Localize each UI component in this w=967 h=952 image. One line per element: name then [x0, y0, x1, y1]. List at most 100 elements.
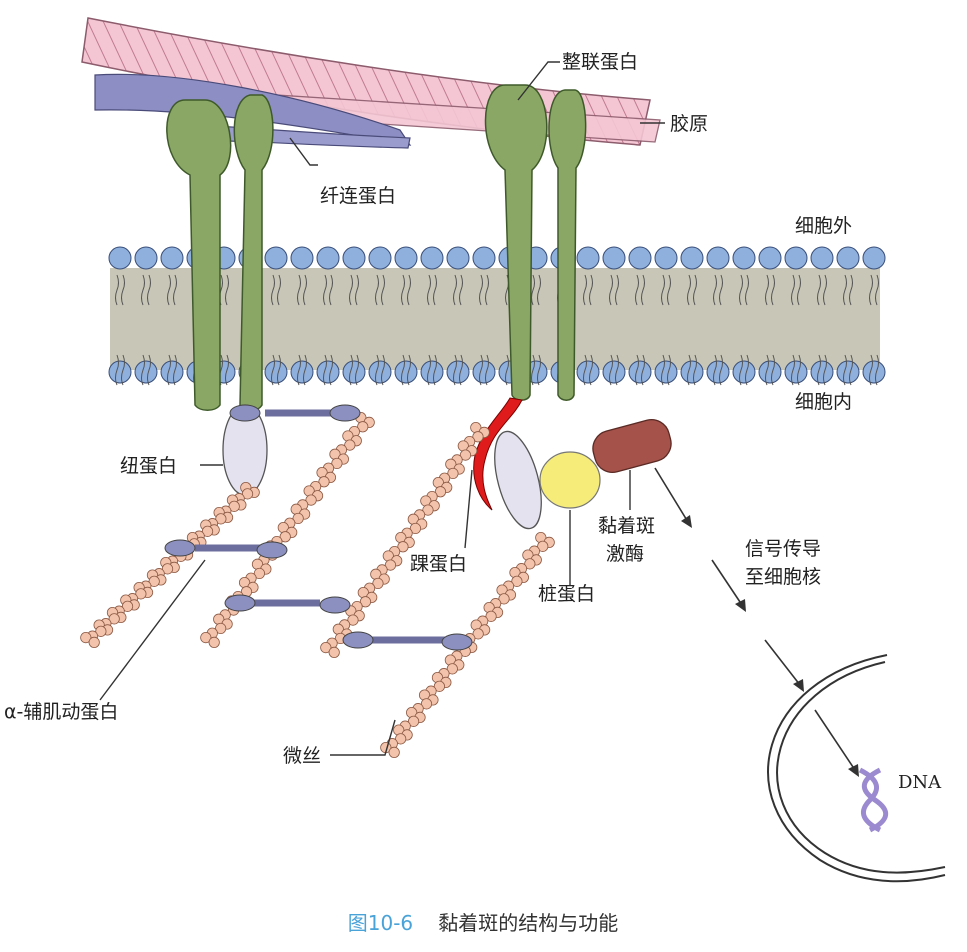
actin-bead — [318, 476, 330, 488]
lipid-tail — [583, 354, 587, 386]
caption: 图10-6 黏着斑的结构与功能 — [348, 911, 618, 935]
lipid-tail — [349, 274, 353, 306]
lipid-head — [264, 246, 288, 270]
label-integrin: 整联蛋白 — [562, 51, 638, 73]
actin-bead — [395, 733, 407, 745]
lipid-tail — [589, 274, 593, 306]
actin-bead — [347, 614, 359, 626]
actin-bead — [485, 610, 497, 622]
actin-bead — [80, 631, 92, 644]
lipid-tail — [349, 354, 353, 386]
lipid-tail — [817, 274, 821, 306]
lipid-tail — [739, 354, 743, 386]
lipid-tail — [167, 274, 171, 306]
lipid-tail — [661, 274, 665, 306]
actin-bead — [524, 558, 536, 570]
lipid-tail — [121, 354, 125, 386]
actin-bead — [121, 600, 134, 612]
lipid-head — [576, 360, 600, 384]
lipid-head — [420, 246, 444, 270]
lipid-head — [576, 246, 600, 270]
lipid-tail — [635, 354, 639, 386]
lipid-head — [628, 246, 652, 270]
actin-bead — [447, 467, 459, 480]
lipid-tail — [375, 274, 379, 306]
lipid-bilayer — [108, 246, 886, 386]
lipid-tail — [817, 354, 821, 386]
lipid-tail — [531, 274, 535, 306]
actin-bead — [108, 613, 120, 625]
actin-bead — [215, 622, 227, 635]
lipid-tail — [147, 274, 151, 306]
lipid-tail — [355, 274, 359, 306]
lipid-head — [134, 360, 158, 384]
leader-lines — [99, 61, 665, 756]
actin-bead — [331, 457, 343, 470]
lipid-head — [316, 360, 340, 384]
actin-bead — [409, 522, 422, 535]
lipid-head — [134, 246, 158, 270]
lipid-tail — [687, 274, 691, 306]
lipid-tail — [433, 274, 437, 306]
actin-bead — [472, 431, 484, 443]
lipid-head — [420, 360, 444, 384]
lipid-head — [472, 246, 496, 270]
actin-bead — [498, 593, 510, 605]
lipid-tail — [277, 274, 281, 306]
lipid-tail — [667, 274, 671, 306]
lipid-tail — [141, 354, 145, 386]
lipid-head — [810, 360, 834, 384]
lipid-tail — [453, 274, 457, 306]
label-microfilament: 微丝 — [283, 745, 321, 767]
lipid-tail — [147, 354, 151, 386]
lipid-tail — [329, 354, 333, 386]
lipid-head — [706, 360, 730, 384]
lipid-tail — [167, 354, 171, 386]
actin-bead — [95, 625, 107, 637]
lipid-tail — [849, 274, 853, 306]
lipid-head — [446, 360, 470, 384]
lipid-tail — [303, 274, 307, 306]
lipid-tail — [823, 274, 827, 306]
focal-adhesion-kinase — [592, 419, 672, 473]
lipid-tail — [277, 354, 281, 386]
lipid-head — [654, 360, 678, 384]
lipid-tail — [609, 354, 613, 386]
lipid-tail — [687, 354, 691, 386]
lipid-head — [394, 246, 418, 270]
actin-bead — [328, 646, 340, 659]
lipid-tail — [693, 274, 697, 306]
label-extracellular: 细胞外 — [795, 215, 852, 237]
lipid-tail — [459, 354, 463, 386]
lipid-tail — [745, 274, 749, 306]
lipid-head — [290, 246, 314, 270]
lipid-tail — [609, 274, 613, 306]
actin-bead — [200, 631, 212, 644]
label-signal-1: 信号传导 — [745, 538, 821, 560]
label-alpha-actinin: α-辅肌动蛋白 — [4, 701, 118, 723]
lipid-tail — [401, 354, 405, 386]
lipid-tail — [297, 274, 301, 306]
lipid-tail — [485, 274, 489, 306]
label-fak-2: 激酶 — [606, 543, 644, 565]
actin-bead — [433, 680, 446, 692]
lipid-tail — [323, 354, 327, 386]
actin-bead — [208, 636, 220, 649]
lipid-head — [264, 360, 288, 384]
lipid-head — [862, 246, 886, 270]
lipid-tail — [427, 274, 431, 306]
lipid-tail — [797, 354, 801, 386]
lipid-head — [368, 246, 392, 270]
actin-bead — [135, 588, 147, 600]
lipid-tail — [667, 354, 671, 386]
lipid-tail — [843, 274, 847, 306]
lipid-tail — [739, 274, 743, 306]
dna-helix — [858, 767, 889, 833]
lipid-tail — [225, 354, 229, 386]
lipid-tail — [433, 354, 437, 386]
lipid-tail — [823, 354, 827, 386]
lipid-tail — [875, 274, 879, 306]
lipid-head — [758, 246, 782, 270]
lipid-head — [836, 246, 860, 270]
